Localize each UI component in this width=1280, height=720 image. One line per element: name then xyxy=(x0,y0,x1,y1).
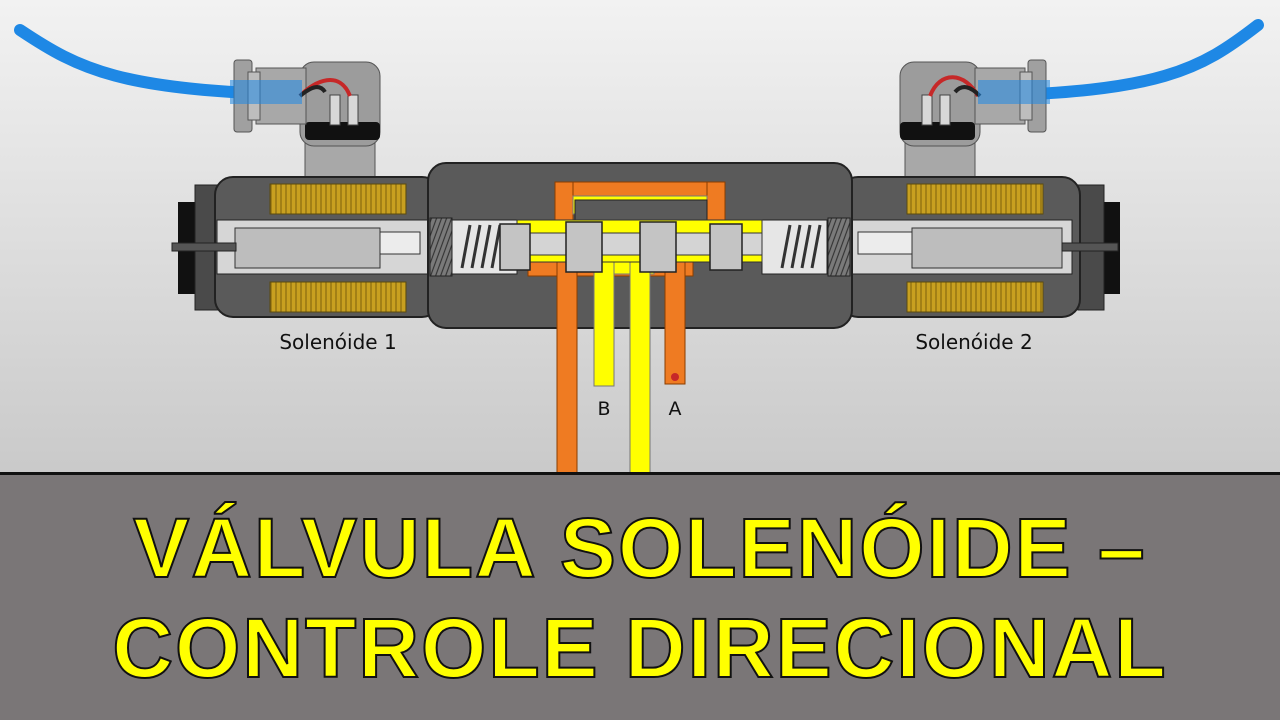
solenoid-1-coil-top xyxy=(269,183,407,215)
title-banner: VÁLVULA SOLENÓIDE – CONTROLE DIRECIONAL xyxy=(0,472,1280,720)
solenoid-1-pin xyxy=(379,231,421,255)
port-a-dot xyxy=(671,373,679,381)
left-thread xyxy=(429,217,453,277)
solenoid-2-pin xyxy=(857,231,913,255)
port-b-label: B xyxy=(597,398,610,420)
spool-land-4 xyxy=(709,223,743,271)
spool-land-2 xyxy=(565,221,603,273)
left-spring xyxy=(460,224,502,269)
solenoid-2-label: Solenóide 2 xyxy=(915,330,1032,354)
solenoid-1-armature xyxy=(234,227,381,269)
right-thread xyxy=(827,217,851,277)
tank-channel-cover xyxy=(574,199,708,221)
spool-land-1 xyxy=(499,223,531,271)
solenoid-2-rod xyxy=(1061,242,1119,252)
solenoid-1-rod xyxy=(171,242,237,252)
solenoid-2-armature xyxy=(911,227,1063,269)
solenoid-2-coil-bottom xyxy=(906,281,1044,313)
right-spring xyxy=(780,224,822,269)
left-connector xyxy=(230,59,381,186)
solenoid-1-label: Solenóide 1 xyxy=(279,330,396,354)
solenoid-2-coil-top xyxy=(906,183,1044,215)
port-a-label: A xyxy=(669,398,682,420)
solenoid-1-coil-bottom xyxy=(269,281,407,313)
title-line-2: CONTROLE DIRECIONAL xyxy=(111,600,1168,696)
title-line-1: VÁLVULA SOLENÓIDE – xyxy=(132,500,1147,596)
spool-land-3 xyxy=(639,221,677,273)
